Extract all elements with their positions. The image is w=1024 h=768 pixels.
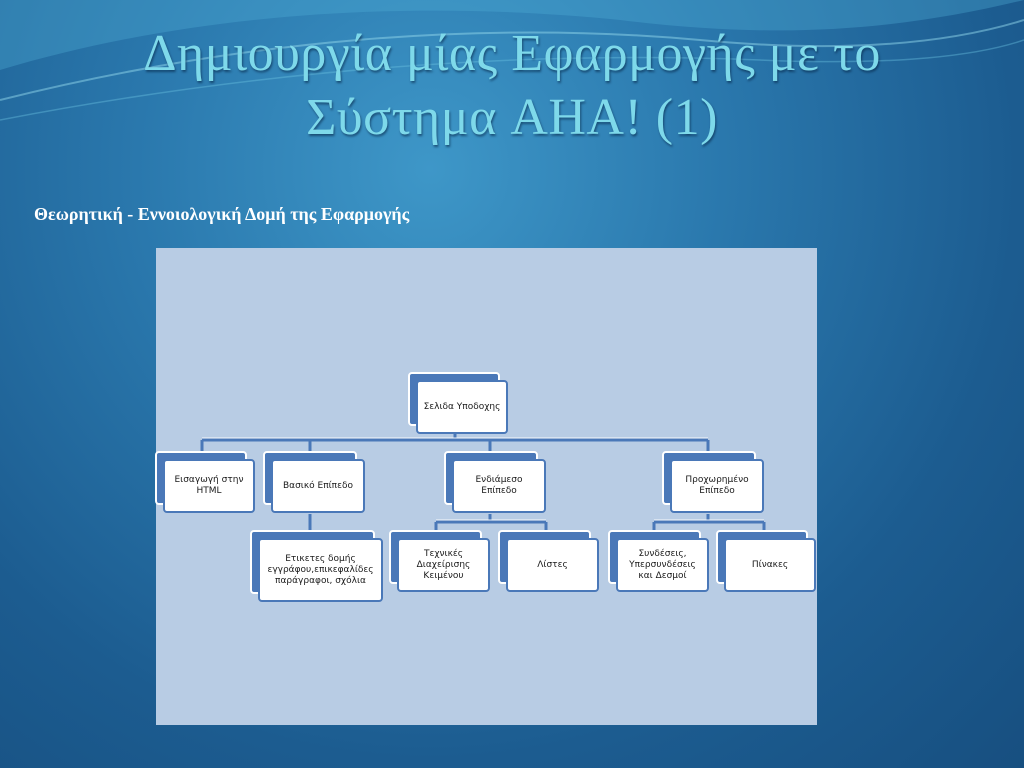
node-intermediate-label: Ενδιάμεσο Επίπεδο (452, 459, 546, 513)
node-text-techniques-label: Τεχνικές Διαχείρισης Κειμένου (397, 538, 490, 592)
node-tables-label: Πίνακες (724, 538, 816, 592)
node-basic-child: Ετικετες δομής εγγράφου,επικεφαλίδες παρ… (250, 530, 384, 603)
node-basic-child-label: Ετικετες δομής εγγράφου,επικεφαλίδες παρ… (258, 538, 383, 602)
slide-title: Δημιουργία μίας Εφαρμογής με το Σύστημα … (0, 22, 1024, 150)
node-lists: Λίστες (498, 530, 600, 593)
node-basic: Βασικό Επίπεδο (263, 451, 366, 514)
node-lists-label: Λίστες (506, 538, 599, 592)
node-advanced: Προχωρημένο Επίπεδο (662, 451, 765, 514)
slide-title-line1: Δημιουργία μίας Εφαρμογής με το (143, 25, 881, 82)
slide-title-line2: Σύστημα AHA! (1) (306, 89, 718, 146)
node-advanced-label: Προχωρημένο Επίπεδο (670, 459, 764, 513)
node-root: Σελιδα Υποδοχης (408, 372, 509, 435)
node-tables: Πίνακες (716, 530, 817, 593)
slide-subtitle: Θεωρητική - Εννοιολογική Δομή της Εφαρμο… (34, 204, 410, 224)
node-links: Συνδέσεις, Υπερσυνδέσεις και Δεσμοί (608, 530, 710, 593)
diagram-canvas: Σελιδα Υποδοχης Εισαγωγή στην HTML Βασικ… (155, 248, 817, 725)
node-intermediate: Ενδιάμεσο Επίπεδο (444, 451, 547, 514)
node-text-techniques: Τεχνικές Διαχείρισης Κειμένου (389, 530, 491, 593)
node-root-label: Σελιδα Υποδοχης (416, 380, 508, 434)
node-links-label: Συνδέσεις, Υπερσυνδέσεις και Δεσμοί (616, 538, 709, 592)
decorative-swoosh (0, 0, 1024, 121)
node-intro-label: Εισαγωγή στην HTML (163, 459, 255, 513)
node-basic-label: Βασικό Επίπεδο (271, 459, 365, 513)
diagram-connectors (200, 432, 766, 530)
node-intro: Εισαγωγή στην HTML (155, 451, 256, 514)
